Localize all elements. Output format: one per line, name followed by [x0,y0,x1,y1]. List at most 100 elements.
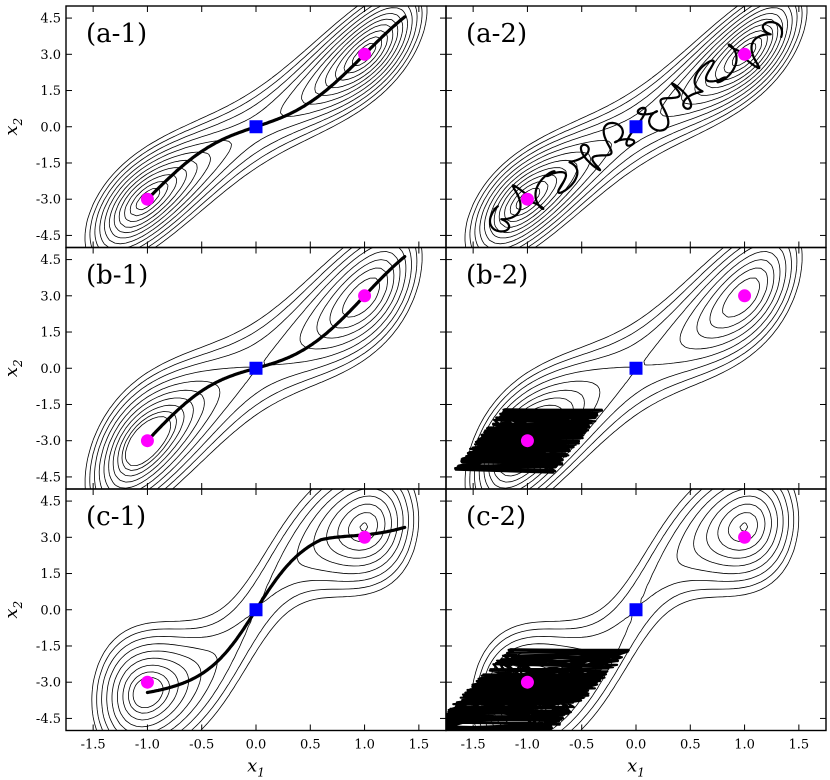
contour-line-7 [99,6,413,248]
y-axis-label: x2 [1,118,25,136]
contour-line-1 [129,36,382,217]
contour-line-8 [469,247,798,489]
contour-line-1 [121,411,177,471]
x-tick-label: 0.0 [626,738,647,753]
contour-line-7 [96,489,415,731]
y-tick-label: -1.5 [36,639,61,654]
x-tick-label: -1.0 [135,738,160,753]
trajectory-line [488,20,784,233]
minimum-marker-1 [738,47,752,61]
y-tick-label: 3.0 [40,531,61,546]
x-axis-label: x1 [247,756,265,780]
contour-line-8 [91,489,420,731]
panel-label: (c-1) [86,502,146,532]
y-axis-label-main: x [1,608,22,618]
y-axis-label-sub: 2 [11,601,25,610]
contour-line-9 [89,6,423,248]
saddle-marker-0 [249,120,263,134]
contour-line-2 [122,503,386,721]
contour-line-8 [94,6,418,248]
saddle-marker-0 [249,603,263,617]
y-tick-label: -3.0 [36,193,61,208]
y-tick-label: -3.0 [36,434,61,449]
y-tick-label: 1.5 [40,567,61,582]
panel-plot-area [446,489,800,731]
panel-a-2: (a-2) [445,5,827,249]
trajectory-line [446,648,630,731]
contour-line-2 [117,277,380,477]
contour-line-10 [464,6,808,248]
minimum-marker-0 [520,434,534,448]
contour-line-6 [98,247,407,489]
y-tick-label: 0.0 [40,120,61,135]
x-tick-label: 0.0 [246,738,267,753]
panel-label: (b-1) [86,261,148,291]
y-tick-label: 4.5 [40,495,61,510]
x-axis-label: x1 [627,756,645,780]
y-tick-label: -1.5 [36,398,61,413]
contour-line-5 [108,13,404,239]
y-tick-label: -3.0 [36,676,61,691]
contour-line-4 [113,18,399,234]
y-tick-label: 0.0 [40,362,61,377]
x-tick-label: -0.5 [569,738,594,753]
x-tick-label: 1.5 [409,738,430,753]
panel-b-1: (b-1) -4.5 -3.0 -1.5 0.0 1.5 3.0 4.5 x2 [1,246,447,490]
contour-line-3 [118,24,394,228]
y-axis-label: x2 [1,601,25,619]
y-tick-label: 4.5 [40,12,61,27]
panel-label: (c-2) [466,502,526,532]
contour-line-9 [84,247,423,489]
y-axis-label-sub: 2 [11,118,25,127]
panels-group: (a-1)-4.5-3.0-1.50.01.53.04.5x2(a-2)(b-1… [1,5,827,780]
y-tick-label: -4.5 [36,470,61,485]
panel-label: (b-2) [466,261,528,291]
contour-line-4 [108,259,395,489]
y-tick-label: -1.5 [36,156,61,171]
panel-label: (a-2) [466,19,527,49]
x-tick-label: 0.5 [680,738,701,753]
saddle-marker-0 [629,603,643,617]
panel-plot-area [454,247,803,489]
contour-line-5 [106,489,404,731]
minimum-marker-0 [520,675,534,689]
contour-line-5 [103,251,401,489]
x-tick-label: -0.5 [189,738,214,753]
y-tick-label: 3.0 [40,48,61,63]
minimum-marker-1 [358,289,372,303]
y-axis-label: x2 [1,359,25,377]
contour-line-8 [474,6,798,248]
y-tick-label: 4.5 [40,253,61,268]
x-axis-label-main: x [247,756,257,777]
contour-line-7 [474,247,792,489]
x-tick-label: 1.0 [354,738,375,753]
contour-line-0 [125,416,171,466]
y-tick-label: 0.0 [40,603,61,618]
panel-plot-area [464,6,808,248]
minimum-marker-1 [738,530,752,544]
contour-line-4 [111,489,398,731]
trajectory-line [145,255,407,443]
y-tick-label: 3.0 [40,289,61,304]
y-tick-label: -4.5 [36,229,61,244]
minimum-marker-0 [140,675,154,689]
saddle-marker-0 [629,120,643,134]
x-axis-label-sub: 1 [637,766,645,780]
y-axis-label-sub: 2 [11,359,25,368]
contour-line-4 [493,18,779,234]
y-tick-label: 1.5 [40,326,61,341]
contour-line-10 [84,6,428,248]
contour-line-9 [464,247,803,489]
trajectory-line [145,525,407,695]
contour-line-3 [112,267,388,483]
contour-line-6 [101,489,409,731]
panel-plot-area [91,489,420,731]
y-axis-label-main: x [1,125,22,135]
panel-label: (a-1) [86,19,147,49]
panel-b-2: (b-2) [445,246,827,490]
panel-plot-area [84,247,423,489]
x-tick-label: 0.5 [300,738,321,753]
contour-line-6 [484,7,788,245]
